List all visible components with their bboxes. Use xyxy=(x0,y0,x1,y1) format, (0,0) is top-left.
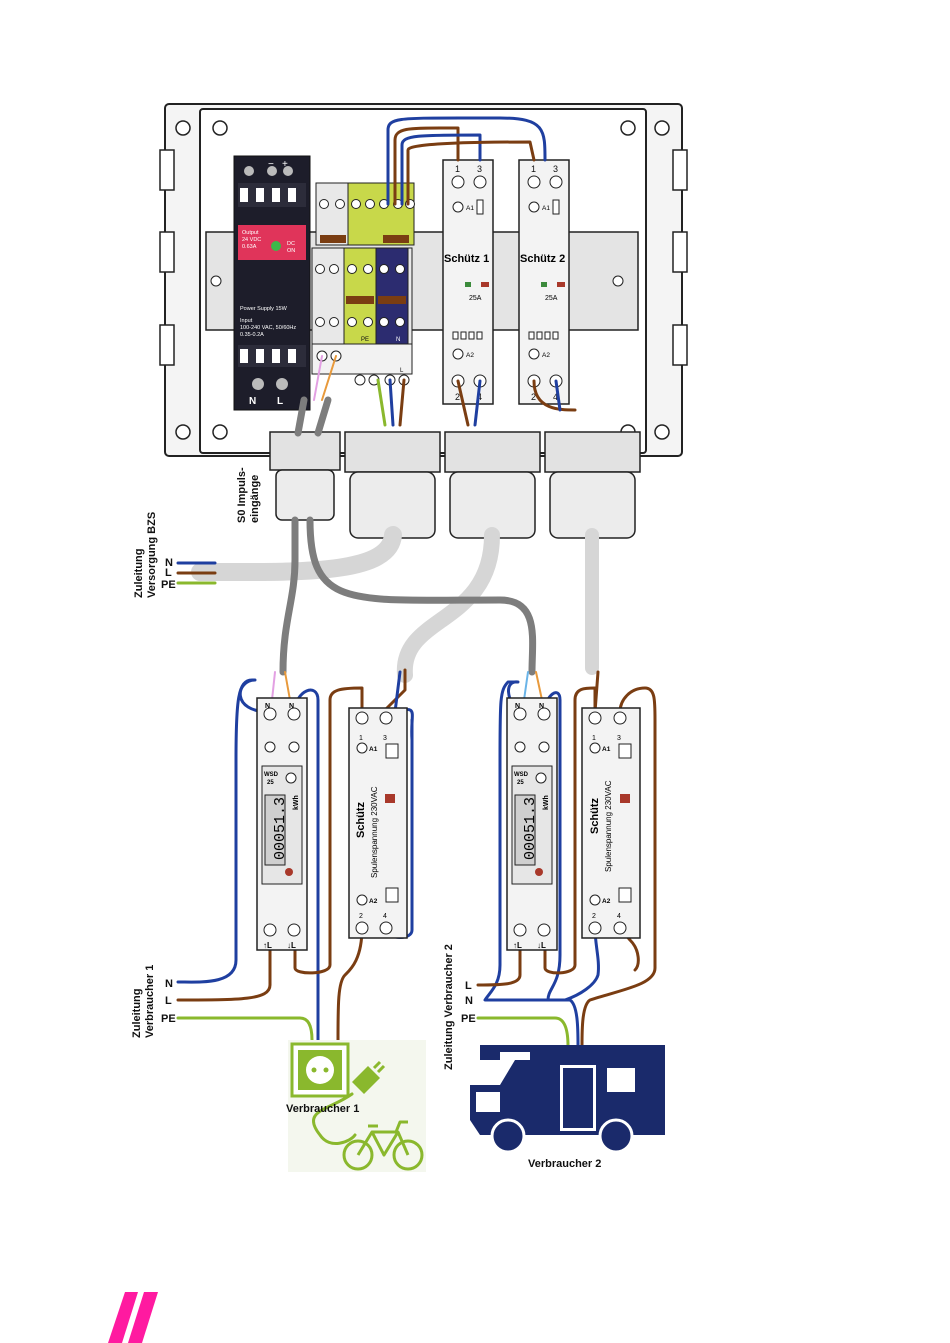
relay-2-name: Schütz xyxy=(589,797,601,834)
cables xyxy=(191,396,599,683)
psu-input-current: 0.35-0.2A xyxy=(240,332,264,338)
meter-1-unit: kWh xyxy=(293,795,300,810)
double-slash-mark xyxy=(108,1292,158,1343)
relay-1-a1: A1 xyxy=(369,746,378,753)
internal-wires xyxy=(313,116,577,427)
ebike-icon xyxy=(288,1040,426,1172)
relay-1-t3: 3 xyxy=(383,735,387,742)
consumer-1-name: Verbraucher 1 xyxy=(286,1103,359,1115)
psu-output-voltage: 24 VDC xyxy=(242,237,261,243)
relay-2-coil: Spulenspannung 230VAC xyxy=(604,780,613,872)
supply-pe-label: PE xyxy=(161,579,176,591)
terminal-l-label: L xyxy=(400,368,404,374)
cable-glands xyxy=(269,431,641,539)
consumer-2-n-label: N xyxy=(465,995,473,1007)
supply-n-label: N xyxy=(165,557,173,569)
power-supply: − + Output 24 VDC 0.63A DC ON Power Supp… xyxy=(233,155,311,411)
contactor-2-t3: 3 xyxy=(553,164,558,174)
contactor-1-a1: A1 xyxy=(466,205,474,212)
consumer-1-pe-label: PE xyxy=(161,1013,176,1025)
terminal-pe-label: PE xyxy=(361,337,369,343)
contactor-2-rating: 25A xyxy=(545,295,558,302)
energy-meter-2: N N WSD 25 00051.3 kWh ↑L ↓L xyxy=(506,697,558,951)
relay-1-t1: 1 xyxy=(359,735,363,742)
psu-output-label: Output xyxy=(242,230,259,236)
relay-1-name: Schütz xyxy=(355,801,367,838)
supply-title-l2: Versorgung BZS xyxy=(146,512,158,598)
relay-2-a2: A2 xyxy=(602,898,611,905)
relay-2-t4: 4 xyxy=(617,913,621,920)
meter-2-bot-l1: ↑L xyxy=(513,941,522,950)
contactor-1: 1 3 A1 Schütz 1 25A A2 2 4 xyxy=(442,159,494,405)
relay-2-t2: 2 xyxy=(592,913,596,920)
relay-1-t4: 4 xyxy=(383,913,387,920)
contactor-1-t1: 1 xyxy=(455,164,460,174)
supply-l-label: L xyxy=(165,567,172,579)
contactor-2-t1: 1 xyxy=(531,164,536,174)
contactor-2-name: Schütz 2 xyxy=(520,253,565,265)
relay-1-coil: Spulenspannung 230VAC xyxy=(370,786,379,878)
terminal-n-label: N xyxy=(396,337,400,343)
consumer-1-l-label: L xyxy=(165,995,172,1007)
s0-label-l1: S0 Impuls- xyxy=(236,467,248,523)
meter-1-top-n2: N xyxy=(289,703,294,710)
relay-1: 1 3 A1 Schütz Spulenspannung 230VAC A2 2… xyxy=(348,707,408,939)
contactor-2-t2: 2 xyxy=(531,392,536,402)
psu-n-label: N xyxy=(249,396,256,407)
psu-input-voltage: 100-240 VAC, 50/60Hz xyxy=(240,325,296,331)
meter-1-bot-l1: ↑L xyxy=(263,941,272,950)
energy-meter-1: N N WSD 25 00051.3 kWh ↑L ↓L xyxy=(256,697,308,951)
consumer-2-name: Verbraucher 2 xyxy=(528,1158,601,1170)
consumer-1-feed-l2: Verbraucher 1 xyxy=(144,965,156,1038)
relay-1-t2: 2 xyxy=(359,913,363,920)
supply-title-l1: Zuleitung xyxy=(133,549,145,599)
meter-1-model-l1: WSD xyxy=(264,772,279,778)
contactor-2: 1 3 A1 Schütz 2 25A A2 2 4 xyxy=(518,159,570,405)
psu-l-label: L xyxy=(277,396,283,407)
consumer-2-pe-label: PE xyxy=(461,1013,476,1025)
relay-1-a2: A2 xyxy=(369,898,378,905)
terminal-blocks: PE N L xyxy=(311,182,415,386)
psu-minus-label: − xyxy=(268,159,274,170)
contactor-1-rating: 25A xyxy=(469,295,482,302)
contactor-2-t4: 4 xyxy=(553,392,558,402)
relay-2: 1 3 A1 Schütz Spulenspannung 230VAC A2 2… xyxy=(581,707,641,939)
meter-2-model-l2: 25 xyxy=(517,780,524,786)
psu-dc-label: DC xyxy=(287,241,295,247)
consumer-1-n-label: N xyxy=(165,978,173,990)
meter-1-bot-l2: ↓L xyxy=(287,941,296,950)
meter-2-model-l1: WSD xyxy=(514,772,529,778)
meter-2-reading: 00051.3 xyxy=(522,797,539,860)
s0-label-l2: eingänge xyxy=(249,475,261,523)
meter-1-model-l2: 25 xyxy=(267,780,274,786)
psu-plus-label: + xyxy=(282,159,288,170)
psu-model: Power Supply 15W xyxy=(240,306,288,312)
contactor-2-a2: A2 xyxy=(542,352,550,359)
meter-2-top-n1: N xyxy=(515,703,520,710)
relay-2-t1: 1 xyxy=(592,735,596,742)
branch-2-wires xyxy=(476,670,657,1048)
supply-wires xyxy=(176,561,217,585)
contactor-1-a2: A2 xyxy=(466,352,474,359)
contactor-1-name: Schütz 1 xyxy=(444,253,489,265)
relay-2-a1: A1 xyxy=(602,746,611,753)
meter-2-unit: kWh xyxy=(543,795,550,810)
contactor-1-t2: 2 xyxy=(455,392,460,402)
meter-1-reading: 00051.3 xyxy=(272,797,289,860)
relay-2-t3: 3 xyxy=(617,735,621,742)
consumer-2-l-label: L xyxy=(465,980,472,992)
meter-2-bot-l2: ↓L xyxy=(537,941,546,950)
consumer-2-feed: Zuleitung Verbraucher 2 xyxy=(443,944,455,1070)
meter-1-top-n1: N xyxy=(265,703,270,710)
psu-output-current: 0.63A xyxy=(242,244,257,250)
consumer-1-feed-l1: Zuleitung xyxy=(131,989,143,1039)
psu-input-label: Input xyxy=(240,318,253,324)
camper-van-icon xyxy=(470,1045,665,1154)
psu-on-label: ON xyxy=(287,248,295,254)
meter-2-top-n2: N xyxy=(539,703,544,710)
contactor-1-t3: 3 xyxy=(477,164,482,174)
contactor-2-a1: A1 xyxy=(542,205,550,212)
